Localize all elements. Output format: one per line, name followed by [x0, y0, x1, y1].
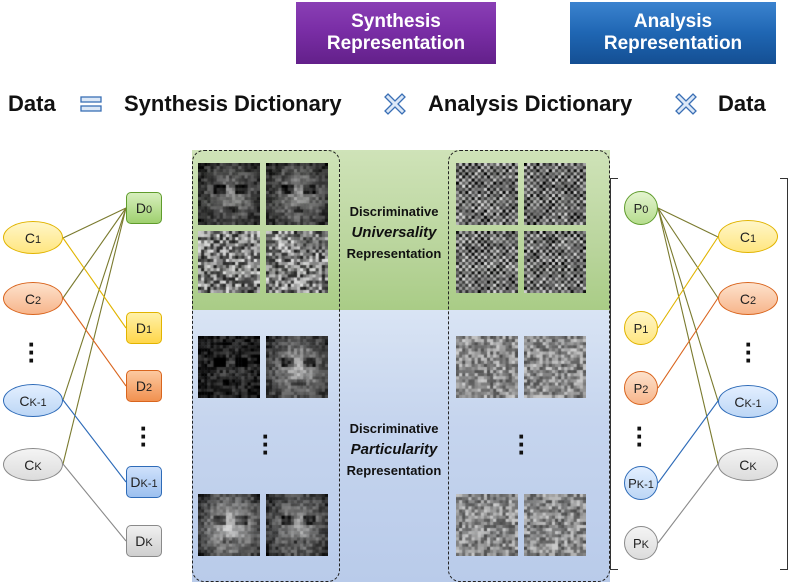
connection-line	[62, 237, 127, 329]
synthesis-header-label: Synthesis Representation	[326, 11, 466, 54]
connection-line	[657, 463, 719, 544]
equals-icon	[80, 95, 102, 118]
connection-line	[657, 297, 719, 389]
universality-line3: Representation	[346, 246, 442, 261]
dictionary-atom-image	[456, 231, 518, 293]
dictionary-atom-image	[266, 336, 328, 398]
equation-data-left: Data	[8, 91, 56, 116]
dictionary-atom-image	[524, 163, 586, 225]
multiply-icon	[383, 92, 407, 121]
dictionary-atom-image	[456, 494, 518, 556]
connection-line	[62, 463, 127, 542]
connection-line	[657, 400, 719, 484]
equation-analysis-dictionary: Analysis Dictionary	[428, 91, 633, 116]
universality-label: Discriminative Universality Representati…	[336, 201, 452, 264]
dictionary-atom-image	[524, 494, 586, 556]
ellipsis-analysis-images: ···	[517, 421, 527, 467]
dictionary-atom-image	[266, 231, 328, 293]
dictionary-atom-image	[198, 163, 260, 225]
dictionary-atom-image	[198, 231, 260, 293]
synthesis-dictionary-frame	[192, 150, 340, 582]
dictionary-atom-image	[198, 494, 260, 556]
particularity-line1: Discriminative	[349, 421, 439, 436]
connection-line	[657, 236, 719, 329]
universality-line1: Discriminative	[349, 204, 439, 219]
synthesis-representation-header: Synthesis Representation	[296, 2, 496, 64]
connection-line	[62, 297, 127, 387]
connection-line	[657, 207, 719, 299]
connection-line	[62, 207, 127, 401]
universality-line2: Universality	[351, 224, 437, 241]
dictionary-atom-image	[456, 336, 518, 398]
connection-line	[62, 207, 127, 299]
dictionary-atom-image	[524, 231, 586, 293]
particularity-label: Discriminative Particularity Representat…	[336, 418, 452, 481]
left-bracket	[610, 178, 618, 570]
ellipsis-left-classes: ···	[27, 329, 37, 375]
connection-line	[657, 207, 719, 238]
ellipsis-synthesis-atoms: ···	[139, 413, 149, 459]
connection-line	[62, 399, 127, 483]
dictionary-atom-image	[198, 336, 260, 398]
ellipsis-synthesis-images: ···	[261, 421, 271, 467]
analysis-header-label: Analysis Representation	[603, 11, 743, 54]
dictionary-atom-image	[266, 494, 328, 556]
right-bracket	[780, 178, 788, 570]
ellipsis-right-classes: ···	[744, 329, 754, 375]
equation-data-right: Data	[718, 91, 766, 116]
connection-line	[62, 207, 127, 465]
particularity-line3: Representation	[346, 463, 442, 478]
equation-synthesis-dictionary: Synthesis Dictionary	[124, 91, 342, 116]
dictionary-atom-image	[266, 163, 328, 225]
analysis-dictionary-frame	[448, 150, 610, 582]
connection-line	[657, 207, 719, 402]
dictionary-atom-image	[456, 163, 518, 225]
connection-line	[62, 207, 127, 239]
particularity-line2: Particularity	[350, 441, 438, 458]
connection-line	[657, 207, 719, 465]
multiply-icon	[674, 92, 698, 121]
ellipsis-analysis-atoms: ···	[635, 413, 645, 459]
analysis-representation-header: Analysis Representation	[570, 2, 776, 64]
dictionary-atom-image	[524, 336, 586, 398]
